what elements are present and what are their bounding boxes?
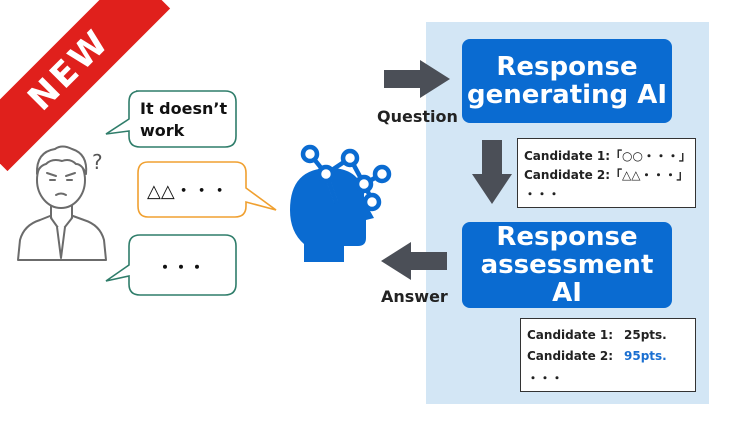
candidate-1-text: Candidate 1:「○○・・・」 [524,149,691,163]
bubble-1-line-1: It doesn’t [140,99,228,118]
answer-arrow-icon [381,242,447,280]
speech-bubble-3 [105,234,237,296]
score-1-label: Candidate 1: [527,328,614,342]
question-arrow-icon [384,60,450,98]
assessor-title-line-2: assessment AI [480,249,654,309]
bubble-1-line-2: work [140,121,185,140]
ai-head-icon [290,144,392,262]
response-generating-ai-box: Response generating AI [462,39,672,123]
speech-bubble-2 [137,161,277,218]
answer-label: Answer [381,287,448,306]
speech-bubble-1 [105,90,237,148]
question-label: Question [377,107,458,126]
bubble-2-text: △△・・・ [147,181,229,202]
score-list-box: Candidate 1: 25pts. Candidate 2: 95pts. … [520,318,696,392]
generator-title-line-1: Response [496,51,638,82]
response-assessment-ai-box: Response assessment AI [462,222,672,308]
down-arrow-icon [472,140,512,204]
assessor-title-line-1: Response [496,221,638,252]
candidate-list-box: Candidate 1:「○○・・・」 Candidate 2:「△△・・・」 … [517,138,696,208]
question-mark: ? [92,150,103,174]
confused-user-icon [17,145,107,261]
bubble-3-text: ・・・ [157,258,206,277]
score-2-value: 95pts. [624,349,667,363]
candidate-more-text: ・・・ [524,187,561,201]
score-more-text: ・・・ [527,371,564,385]
candidate-2-text: Candidate 2:「△△・・・」 [524,168,689,182]
generator-title-line-2: generating AI [466,80,668,110]
score-2-label: Candidate 2: [527,349,614,363]
score-1-value: 25pts. [624,328,667,342]
